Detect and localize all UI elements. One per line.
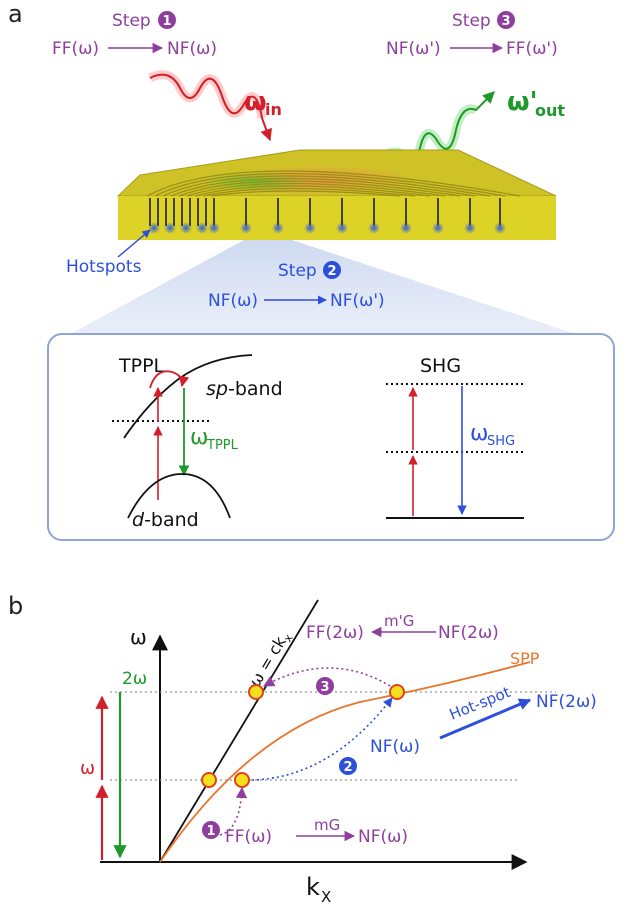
omega-left-label: ω (80, 758, 95, 779)
hotspot-arrow (439, 698, 532, 740)
step2-num: 2 (327, 264, 336, 279)
step3-to: FF(ω') (506, 39, 558, 59)
step3-path (263, 667, 391, 687)
y-axis-label: ω (130, 625, 147, 649)
step2-to: NF(ω') (330, 291, 385, 311)
plot-step2-num: 2 (343, 760, 352, 775)
incoming-beam (147, 70, 272, 142)
plot-step3-badge (316, 677, 334, 695)
tppl-omega-sub: TPPL (206, 438, 239, 453)
step3-num: 3 (501, 14, 510, 29)
point-spp-omega (234, 772, 250, 788)
step1-badge (158, 11, 176, 29)
step2-group: Step 2 NF(ω) NF(ω') (208, 261, 385, 311)
shg-diagram: SHG ω SHG (386, 355, 524, 519)
sp-band-italic: sp (206, 378, 228, 400)
tppl-title: TPPL (118, 355, 165, 377)
x-axis-label-sub: X (321, 888, 331, 906)
spp-label: SPP (510, 649, 540, 668)
hotspots-label: Hotspots (66, 257, 142, 277)
panel-b-letter: b (8, 592, 23, 620)
tppl-omega-main: ω (190, 425, 208, 450)
nf-w-label: NF(ω) (370, 737, 420, 757)
plot-step1-badge (202, 821, 220, 839)
inset-box (47, 333, 615, 541)
shg-omega-main: ω (470, 421, 488, 446)
two-omega-label: 2ω (122, 669, 147, 689)
step2-from: NF(ω) (208, 291, 258, 311)
step2-badge (323, 261, 341, 279)
nf-2w-right-label: NF(2ω) (536, 692, 597, 712)
step3-label: Step (452, 11, 491, 31)
omega-out-sub: out (535, 101, 565, 120)
d-band-curve (127, 473, 231, 519)
step1-to: NF(ω) (167, 39, 217, 59)
light-line-label-main: ω = ck (245, 632, 290, 690)
step3-badge (497, 11, 515, 29)
d-band-italic: d (132, 509, 145, 531)
sp-band-rest: -band (228, 378, 283, 400)
step1-from: FF(ω) (52, 39, 99, 59)
omega-in-main: ω (244, 87, 267, 117)
nf-2w-top-label: NF(2ω) (438, 623, 499, 643)
panel-a-letter: a (8, 0, 23, 28)
step1-group: Step 1 FF(ω) NF(ω) (52, 11, 217, 59)
ff-2w-label: FF(2ω) (306, 623, 364, 643)
step2-label: Step (278, 261, 317, 281)
tppl-relax-arrow (149, 370, 190, 389)
svg-text:sp-band: sp-band (206, 378, 283, 400)
zoom-fan (48, 240, 612, 346)
tppl-diagram: TPPL sp-band ω TPPL d-band (112, 354, 283, 531)
step1-path (219, 786, 248, 836)
svg-text:d-band: d-band (132, 509, 199, 531)
mprime-g-label: m'G (384, 612, 414, 630)
plot-step2-badge (339, 757, 357, 775)
plot-step3-num: 3 (320, 680, 329, 695)
point-spp-2omega (389, 684, 405, 700)
omega-out-main: ω' (507, 87, 538, 117)
svg-text:ω = ckx: ω = ckx (245, 627, 296, 692)
shg-omega-sub: SHG (487, 434, 515, 449)
shg-title: SHG (420, 355, 461, 377)
spp-curve (159, 661, 531, 863)
step1-label: Step (112, 11, 151, 31)
plot-step1-num: 1 (206, 824, 215, 839)
omega-in-sub: in (265, 100, 282, 119)
d-band-rest: -band (144, 509, 199, 531)
step1-num: 1 (162, 14, 171, 29)
hotspots-pointer (117, 229, 151, 258)
point-light-omega (201, 772, 217, 788)
incoming-wave (149, 73, 272, 142)
ff-w-label: FF(ω) (225, 827, 272, 847)
x-axis-label-main: k (306, 873, 320, 901)
step3-group: Step 3 NF(ω') FF(ω') (386, 11, 558, 59)
gold-slab (116, 149, 557, 240)
mg-label: mG (314, 816, 340, 834)
point-light-2omega (248, 684, 264, 700)
nf-w-bottom-label: NF(ω) (358, 827, 408, 847)
step3-from: NF(ω') (386, 39, 441, 59)
hotspot-label: Hot-spot (447, 683, 513, 724)
light-line (159, 599, 319, 863)
